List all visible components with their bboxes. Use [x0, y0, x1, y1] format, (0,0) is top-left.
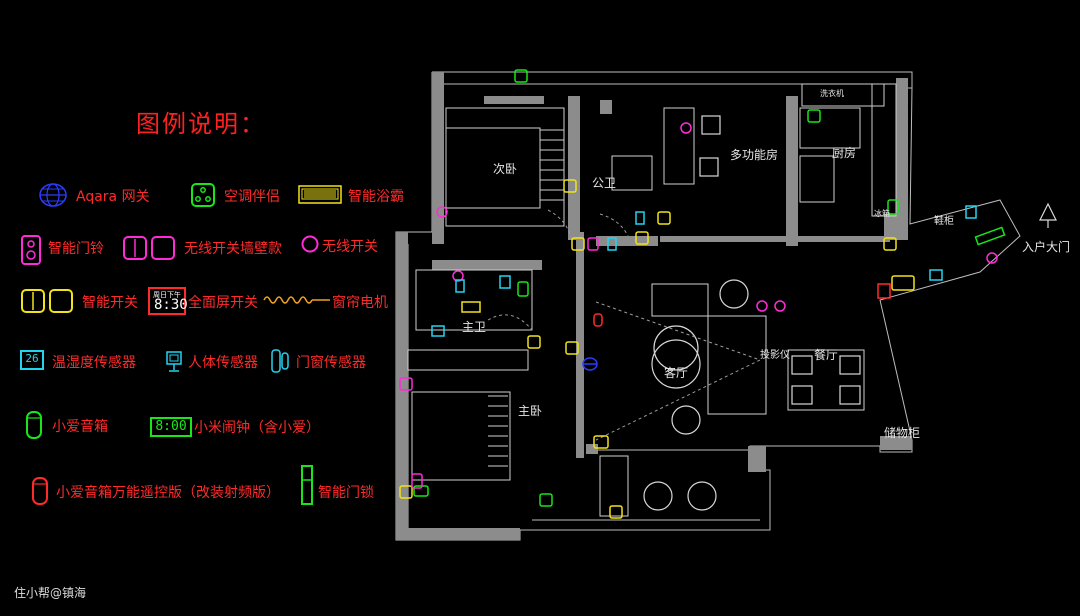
wall-switch-icon	[123, 236, 175, 260]
shoe-cabinet-label: 鞋柜	[934, 216, 954, 227]
legend-title: 图例说明：	[136, 110, 266, 138]
heater-icon	[298, 185, 342, 204]
room-second-bedroom: 次卧	[493, 162, 518, 176]
washer-label: 洗衣机	[820, 89, 844, 98]
entry-label: 入户大门	[1022, 240, 1071, 254]
room-living: 客厅	[664, 366, 689, 380]
legend-wireless-switch: 无线开关	[322, 239, 378, 255]
smart-switch-icon	[21, 289, 73, 313]
clock-time: 8:30	[154, 297, 188, 313]
human-sensor-icon	[166, 351, 182, 372]
fullscreen-switch-icon: 周日下午 8:30	[148, 287, 188, 315]
door-sensor-icon	[271, 349, 289, 373]
legend-ac-companion: 空调伴侣	[224, 189, 280, 205]
ac-companion-icon	[191, 183, 215, 207]
legend-doorbell: 智能门铃	[48, 241, 104, 257]
globe-icon	[39, 183, 67, 207]
legend-wireless-wall-switch: 无线开关墙壁款	[184, 241, 282, 257]
remote-speaker-icon	[32, 477, 48, 505]
projector-label: 投影仪	[760, 350, 790, 361]
legend-aqara-gateway: Aqara 网关	[76, 189, 150, 205]
legend-temp-sensor: 温湿度传感器	[52, 355, 136, 371]
room-storage: 储物柜	[884, 426, 921, 440]
legend-human-sensor: 人体传感器	[188, 355, 258, 371]
clock-date-label: 周日下午	[153, 291, 181, 299]
room-master-bath: 主卫	[462, 320, 487, 334]
room-dining: 餐厅	[814, 348, 839, 362]
curtain-motor-icon	[263, 296, 330, 304]
room-kitchen: 厨房	[832, 146, 857, 160]
wireless-switch-icon	[301, 235, 319, 253]
mi-clock-icon: 8:00	[150, 417, 192, 437]
credit-watermark: 住小帮@镇海	[14, 586, 87, 600]
smart-lock-icon	[301, 465, 313, 505]
legend-smart-switch: 智能开关	[82, 295, 138, 311]
room-multi: 多功能房	[730, 148, 779, 162]
legend-smart-lock: 智能门锁	[318, 485, 374, 501]
temp-sensor-icon: 26	[20, 350, 44, 370]
doorbell-icon	[21, 235, 41, 265]
legend-smart-heater: 智能浴霸	[348, 189, 404, 205]
legend-xiaoai-speaker: 小爱音箱	[52, 419, 108, 435]
legend-door-sensor: 门窗传感器	[296, 355, 366, 371]
fridge-label: 冰箱	[874, 209, 890, 218]
room-master-bedroom: 主卧	[518, 404, 543, 418]
legend-fullscreen-switch: 全面屏开关	[188, 295, 258, 311]
speaker-icon	[26, 411, 42, 439]
legend-xiaoai-remote: 小爱音箱万能遥控版（改装射频版）	[56, 485, 280, 501]
legend-curtain-motor: 窗帘电机	[332, 295, 388, 311]
room-bathroom: 公卫	[592, 176, 617, 190]
legend-mi-clock: 小米闹钟（含小爱）	[194, 420, 320, 436]
